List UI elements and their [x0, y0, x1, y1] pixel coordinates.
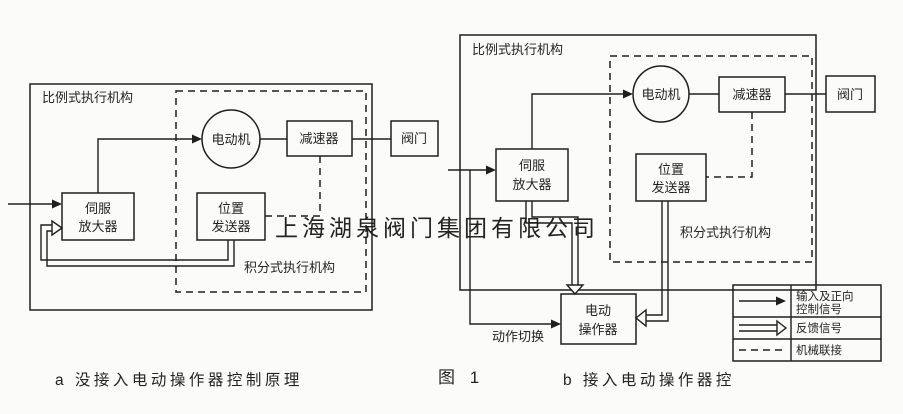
- reducer-label-a: 减速器: [299, 131, 338, 146]
- feedback-arrowhead-b: [634, 308, 647, 328]
- servo-amplifier-label-a-line2: 放大器: [78, 219, 117, 234]
- integral-actuator-frame-b: [609, 55, 813, 263]
- position-transmitter-label-a-line2: 发送器: [211, 219, 250, 234]
- proportional-actuator-label-a: 比例式执行机构: [42, 90, 133, 105]
- integral-actuator-frame-a: [175, 90, 367, 293]
- proportional-actuator-frame-b: [459, 34, 817, 291]
- action-switch-label: 动作切换: [492, 329, 544, 344]
- integral-actuator-label-a: 积分式执行机构: [244, 260, 335, 275]
- figure-caption: 图 1: [438, 368, 484, 387]
- input-signal-arrowhead-a: [52, 199, 62, 209]
- reducer-label-b: 减速器: [732, 87, 771, 102]
- servo-to-motor-line-b: [531, 93, 624, 149]
- legend-double-arrowhead: [776, 319, 788, 337]
- proportional-actuator-frame-a: [29, 83, 373, 311]
- servo-to-operator-double-line-outer: [525, 201, 573, 285]
- electric-operator-label-line1: 电动: [585, 303, 611, 318]
- company-watermark: 上海湖泉阀门集团有限公司: [275, 215, 599, 241]
- proportional-actuator-label-b: 比例式执行机构: [472, 42, 563, 57]
- feedback-arrowhead-a: [51, 219, 64, 237]
- diagram-a: 比例式执行机构 积分式执行机构 伺服 放大器 电动机 减速器 阀门 位置 发送器: [8, 83, 439, 311]
- mechanical-link-dashed-a: [265, 156, 321, 217]
- feedback-double-line-inner-b: [646, 201, 663, 316]
- action-switch-arrowhead: [551, 319, 561, 329]
- legend-row2-label: 反馈信号: [796, 322, 842, 335]
- motor-label-a: 电动机: [211, 132, 250, 147]
- position-transmitter-label-a-line1: 位置: [218, 201, 244, 216]
- servo-amplifier-label-a-line1: 伺服: [85, 201, 111, 216]
- position-transmitter-label-b-line2: 发送器: [651, 180, 690, 195]
- servo-amplifier-label-b-line1: 伺服: [519, 158, 545, 173]
- legend-frame: [732, 284, 882, 362]
- diagram-b: 比例式执行机构 积分式执行机构 伺服 放大器 电动机 减速器 阀门 位置 发送器…: [448, 34, 876, 345]
- servo-to-motor-arrowhead-a: [192, 134, 202, 144]
- caption-b: b 接入电动操作器控: [563, 371, 735, 389]
- servo-amplifier-label-b-line2: 放大器: [512, 177, 551, 192]
- integral-actuator-label-b: 积分式执行机构: [680, 225, 771, 240]
- legend-row1-label-line1: 输入及正向: [796, 289, 854, 303]
- legend-single-arrowhead: [776, 296, 786, 306]
- valve-label-b: 阀门: [837, 87, 863, 102]
- mechanical-link-dashed-b: [706, 112, 753, 178]
- feedback-double-line-outer-b: [646, 201, 669, 322]
- legend-row1-label-line2: 控制信号: [796, 302, 842, 316]
- legend: 输入及正向 控制信号 反馈信号 机械联接: [732, 284, 882, 362]
- servo-to-motor-line-a: [97, 138, 193, 193]
- action-switch-branch-line: [469, 170, 552, 325]
- electric-operator-label-line2: 操作器: [578, 322, 617, 337]
- servo-to-operator-double-line-inner: [531, 201, 579, 285]
- servo-to-motor-arrowhead-b: [623, 89, 633, 99]
- servo-amplifier-box-b: [495, 148, 569, 202]
- feedback-double-line-inner-a: [46, 230, 235, 267]
- feedback-double-line-outer-a: [40, 224, 229, 261]
- legend-row3-label: 机械联接: [796, 343, 842, 357]
- electric-operator-box: [560, 293, 637, 345]
- motor-label-b: 电动机: [641, 87, 680, 102]
- input-signal-arrowhead-b: [486, 165, 496, 175]
- caption-a: a 没接入电动操作器控制原理: [55, 371, 303, 389]
- valve-label-a: 阀门: [401, 131, 427, 146]
- position-transmitter-label-b-line1: 位置: [658, 162, 684, 177]
- servo-to-operator-arrowhead: [565, 284, 585, 296]
